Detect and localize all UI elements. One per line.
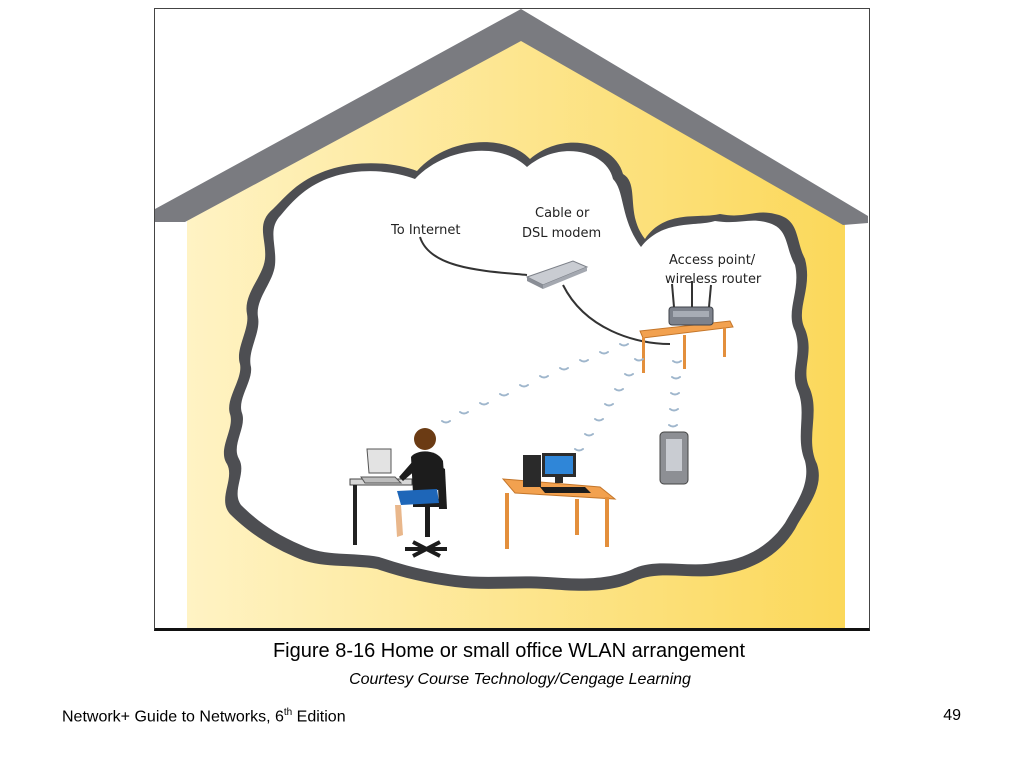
figure-illustration: To Internet Cable or DSL modem Access po… (154, 8, 870, 631)
laptop-user-workstation (349, 428, 447, 558)
book-title-suffix: Edition (292, 708, 346, 726)
footer-book-title: Network+ Guide to Networks, 6th Edition (62, 707, 346, 726)
modem-cable (562, 284, 671, 345)
wireless-signal-waves (441, 343, 682, 452)
desktop-computer-workstation (501, 453, 617, 549)
figure-credit: Courtesy Course Technology/Cengage Learn… (349, 671, 691, 688)
book-title-prefix: Network+ Guide to Networks, 6 (62, 708, 284, 726)
page-number: 49 (943, 707, 961, 724)
modem-icon (525, 260, 589, 289)
handheld-device-icon (659, 431, 689, 485)
label-access-point-line1: Access point/ (669, 253, 756, 268)
label-access-point-line2: wireless router (665, 272, 762, 287)
access-point-icon (668, 281, 714, 326)
label-modem-line1: Cable or (535, 206, 590, 221)
internet-cable (419, 236, 528, 276)
figure-caption: Figure 8-16 Home or small office WLAN ar… (272, 640, 746, 662)
label-to-internet: To Internet (390, 223, 460, 238)
wlan-diagram: To Internet Cable or DSL modem Access po… (155, 9, 868, 628)
edition-superscript: th (283, 707, 293, 718)
label-modem-line2: DSL modem (522, 226, 601, 241)
